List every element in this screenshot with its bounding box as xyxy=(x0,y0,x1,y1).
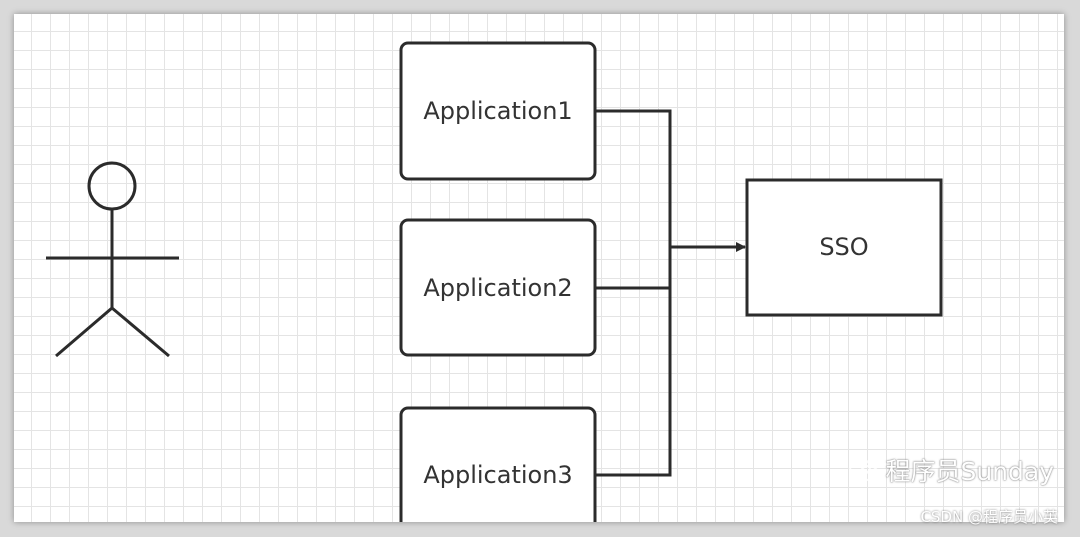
connector-lines xyxy=(595,109,746,477)
node-application2[interactable]: Application2 xyxy=(399,218,597,357)
node-label-sso: SSO xyxy=(819,233,868,261)
node-label-application1: Application1 xyxy=(423,97,572,125)
node-sso[interactable]: SSO xyxy=(745,178,943,317)
diagram-canvas: Application1 Application2 Application3 S… xyxy=(14,14,1064,522)
node-label-application2: Application2 xyxy=(423,274,572,302)
watermark-main-text: 程序员Sunday xyxy=(885,457,1054,486)
wechat-icon xyxy=(849,458,879,481)
user-stick-figure-icon xyxy=(46,161,179,358)
diagram-svg: Application1 Application2 Application3 S… xyxy=(46,41,943,522)
watermark-sub-text: CSDN @程序员小英 xyxy=(920,508,1058,526)
node-application3[interactable]: Application3 xyxy=(399,406,597,522)
node-label-application3: Application3 xyxy=(423,461,572,489)
watermark-main: 程序员Sunday xyxy=(849,452,1054,488)
node-application1[interactable]: Application1 xyxy=(399,41,597,181)
connector-app1 xyxy=(595,109,672,477)
